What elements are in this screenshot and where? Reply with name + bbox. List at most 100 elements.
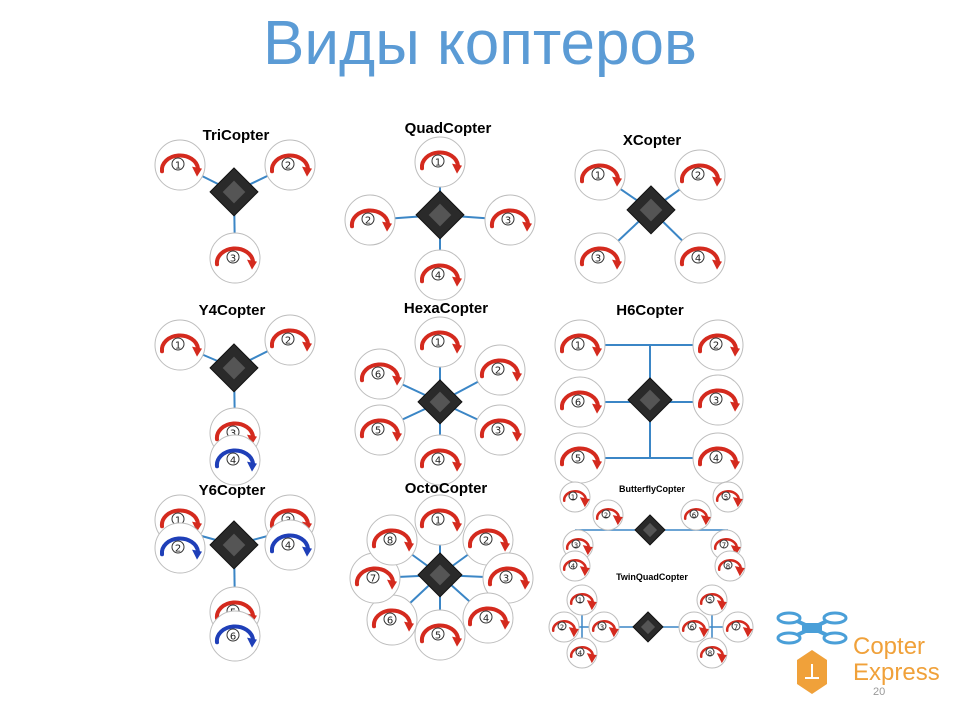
motor-number: 3 bbox=[595, 254, 601, 265]
copter-label-octo: OctoCopter bbox=[405, 480, 488, 497]
rotation-arrow-icon bbox=[697, 333, 738, 354]
motor-hexa-5: 5 bbox=[354, 404, 406, 456]
motor-number: 3 bbox=[230, 429, 236, 440]
copter-label-twinquad: TwinQuadCopter bbox=[616, 572, 688, 582]
motor-number-badge bbox=[723, 560, 733, 570]
motor-butterfly-5: 5 bbox=[712, 481, 744, 513]
arrow-head-icon bbox=[612, 259, 622, 270]
arrow-head-icon bbox=[716, 653, 727, 664]
rotation-arrow-icon bbox=[697, 388, 738, 409]
motor-number-badge bbox=[491, 422, 505, 436]
board-chip bbox=[429, 391, 451, 413]
motor-number: 3 bbox=[505, 216, 511, 227]
motor-h6-1: 1 bbox=[554, 319, 606, 371]
motor-h6-6: 6 bbox=[554, 376, 606, 428]
arrow-head-icon bbox=[586, 653, 597, 664]
drone-logo-icon bbox=[776, 611, 848, 694]
rotation-arrow-icon bbox=[214, 448, 255, 469]
rotation-arrow-icon bbox=[717, 559, 743, 572]
arrow-head-icon bbox=[404, 541, 414, 552]
motor-number-badge bbox=[571, 450, 585, 464]
motor-butterfly-4: 4 bbox=[559, 550, 591, 582]
rotation-arrow-icon bbox=[159, 153, 200, 174]
motor-hexa-1: 1 bbox=[414, 316, 466, 368]
motor-number: 2 bbox=[695, 171, 701, 182]
motor-butterfly-6: 6 bbox=[680, 499, 712, 531]
motor-number: 4 bbox=[695, 254, 701, 265]
motor-x-1: 1 bbox=[574, 149, 626, 201]
rotation-arrow-icon bbox=[679, 163, 720, 184]
motor-number: 2 bbox=[285, 336, 291, 347]
rotation-arrow-icon bbox=[681, 620, 707, 633]
motor-number: 8 bbox=[387, 536, 393, 547]
logo-text-line2: Express bbox=[853, 659, 940, 686]
arrow-head-icon bbox=[730, 401, 740, 412]
arrow-head-icon bbox=[452, 343, 462, 354]
copter-label-y4: Y4Copter bbox=[199, 302, 266, 319]
motor-number-badge bbox=[479, 532, 493, 546]
copter-label-butterfly: ButterflyCopter bbox=[619, 484, 685, 494]
motor-number-badge bbox=[371, 366, 385, 380]
rotation-arrow-icon bbox=[679, 246, 720, 267]
motor-hexa-4: 4 bbox=[414, 434, 466, 486]
rotation-arrow-icon bbox=[562, 559, 588, 572]
motor-number-badge bbox=[431, 512, 445, 526]
motor-number-badge bbox=[491, 362, 505, 376]
motor-number: 2 bbox=[365, 216, 371, 227]
rotation-arrow-icon bbox=[725, 620, 751, 633]
motor-number-badge bbox=[171, 540, 185, 554]
motor-y6-2: 2 bbox=[154, 522, 206, 574]
copter-label-y6: Y6Copter bbox=[199, 482, 266, 499]
rotation-arrow-icon bbox=[359, 418, 400, 439]
rotation-arrow-icon bbox=[487, 566, 528, 587]
arrow-head-icon bbox=[592, 403, 602, 414]
motor-number: 5 bbox=[708, 597, 712, 605]
motor-number-badge bbox=[501, 212, 515, 226]
motor-tri-1: 1 bbox=[154, 139, 206, 191]
motor-number-badge bbox=[431, 154, 445, 168]
arrow-head-icon bbox=[392, 375, 402, 386]
motor-number-badge bbox=[591, 250, 605, 264]
arrow-head-icon bbox=[302, 341, 312, 352]
arrow-head-icon bbox=[247, 461, 257, 472]
motor-number-badge bbox=[171, 157, 185, 171]
motor-twinquad-8: 8 bbox=[696, 637, 728, 669]
rotation-arrow-icon bbox=[699, 593, 725, 606]
motor-number-badge bbox=[691, 250, 705, 264]
motor-number: 6 bbox=[690, 624, 695, 632]
arrow-head-icon bbox=[500, 619, 510, 630]
copter-express-logo: Copter Express bbox=[775, 608, 955, 720]
motor-number-badge bbox=[731, 621, 741, 631]
arrow-head-icon bbox=[512, 431, 522, 442]
rotation-arrow-icon bbox=[349, 208, 390, 229]
rotation-arrow-icon bbox=[419, 448, 460, 469]
motor-number: 8 bbox=[726, 563, 730, 571]
rotation-arrow-icon bbox=[214, 600, 255, 621]
arrow-head-icon bbox=[579, 566, 590, 577]
motor-number: 2 bbox=[175, 544, 181, 555]
motor-number: 2 bbox=[285, 161, 291, 172]
motor-number: 6 bbox=[230, 632, 236, 643]
copter-y6: 123456Y6Copter bbox=[154, 482, 316, 662]
rotation-arrow-icon bbox=[559, 333, 600, 354]
arrow-head-icon bbox=[302, 546, 312, 557]
arrow-head-icon bbox=[592, 459, 602, 470]
arrow-head-icon bbox=[192, 549, 202, 560]
motor-number: 5 bbox=[724, 494, 728, 502]
rotation-arrow-icon bbox=[467, 528, 508, 549]
rotation-arrow-icon bbox=[715, 490, 741, 503]
motor-number: 1 bbox=[435, 338, 441, 349]
motor-number-badge bbox=[366, 570, 380, 584]
arrow-head-icon bbox=[734, 566, 745, 577]
motor-y4-4: 4 bbox=[209, 434, 261, 486]
motor-number-badge bbox=[499, 570, 513, 584]
motor-number: 4 bbox=[713, 454, 719, 465]
motor-twinquad-1: 1 bbox=[566, 584, 598, 616]
motor-twinquad-5: 5 bbox=[696, 584, 728, 616]
rotation-arrow-icon bbox=[159, 508, 200, 529]
arrow-head-icon bbox=[387, 579, 397, 590]
arrow-head-icon bbox=[730, 459, 740, 470]
rotation-arrow-icon bbox=[713, 538, 739, 551]
